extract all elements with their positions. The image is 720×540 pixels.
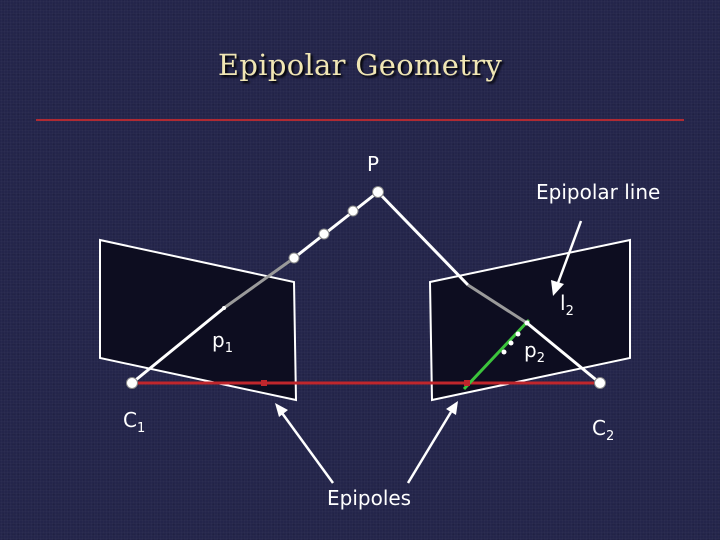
label-p2: p2	[524, 338, 545, 365]
ray-x1-to-P	[293, 190, 379, 260]
right-image-plane	[428, 238, 631, 402]
epipole-arrow-right	[406, 401, 458, 484]
label-c1-sub: 1	[136, 421, 146, 436]
point-P-marker	[372, 186, 384, 198]
title-divider	[36, 119, 684, 121]
epipole-e1	[261, 380, 267, 386]
label-l2-main: l	[560, 291, 566, 315]
label-p1-main: p	[212, 328, 225, 352]
label-p1: p1	[212, 328, 233, 355]
label-l2: l2	[560, 291, 574, 318]
label-c1-main: C	[123, 408, 137, 432]
label-epipoles: Epipoles	[327, 486, 412, 510]
camera-center-c2	[594, 377, 606, 389]
label-c1: C1	[123, 408, 145, 435]
point-on-ray-2	[318, 228, 330, 240]
ray-P-to-gray	[376, 190, 470, 287]
ray-p2-to-C2	[526, 321, 601, 385]
epipolar-point-1	[501, 349, 507, 355]
point-on-ray-3	[347, 205, 359, 217]
left-image-plane	[99, 238, 298, 402]
slide-title: Epipolar Geometry	[217, 48, 503, 82]
epipolar-point-3	[515, 331, 521, 337]
label-c2: C2	[592, 416, 614, 443]
ray-gray-to-p2	[467, 283, 528, 325]
camera-center-c1	[126, 377, 138, 389]
label-c2-main: C	[592, 416, 606, 440]
epipole-e2	[464, 380, 470, 386]
epipolar-line-arrow	[551, 220, 583, 296]
ray-c1-to-p1	[131, 306, 225, 385]
label-p2-sub: 2	[536, 351, 545, 366]
point-on-ray-1	[288, 252, 300, 264]
label-epipolar-line: Epipolar line	[536, 180, 661, 204]
label-p1-sub: 1	[224, 341, 233, 356]
p1-marker	[222, 306, 226, 310]
epipolar-point-2	[508, 340, 514, 346]
ray-p1-to-x1	[223, 256, 295, 310]
p2-marker	[524, 320, 530, 326]
epipolar-line-l2	[462, 318, 531, 391]
label-c2-sub: 2	[605, 429, 615, 444]
label-P: P	[367, 152, 380, 176]
epipole-arrow-left	[275, 403, 335, 484]
label-l2-sub: 2	[565, 304, 574, 319]
label-p2-main: p	[524, 338, 537, 362]
